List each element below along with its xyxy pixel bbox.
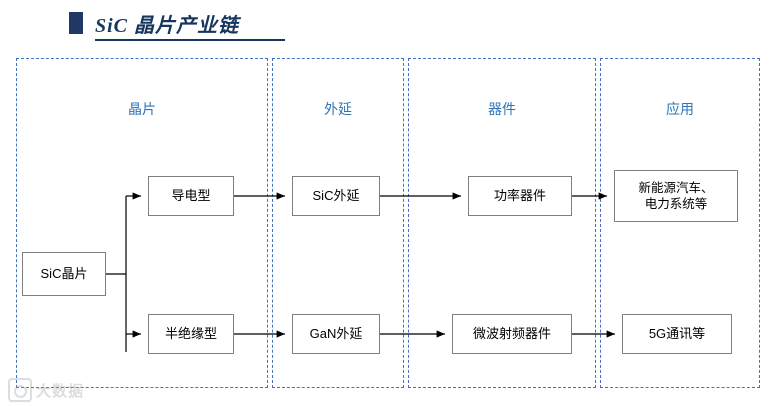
node-label: GaN外延 (309, 325, 363, 341)
watermark: 大数据 (8, 378, 84, 402)
node-label: 导电型 (171, 187, 211, 203)
node-label: SiC外延 (312, 187, 360, 203)
stage-column-wafer: 晶片 (16, 58, 268, 388)
page-title: SiC 晶片产业链 (95, 15, 240, 37)
node-label: 半绝缘型 (164, 325, 217, 341)
node-power-device[interactable]: 功率器件 (468, 176, 572, 216)
node-label: SiC晶片 (40, 265, 88, 281)
node-conductive-type[interactable]: 导电型 (148, 176, 234, 216)
node-semi-insulating-type[interactable]: 半绝缘型 (148, 314, 234, 354)
stage-label-epitaxy: 外延 (324, 101, 352, 117)
node-label: 微波射频器件 (472, 325, 551, 341)
node-label: 新能源汽车、电力系统等 (638, 180, 714, 211)
title-accent-bar (69, 12, 83, 34)
page-title-bar: SiC 晶片产业链 (0, 4, 776, 41)
stage-column-device: 器件 (408, 58, 596, 388)
watermark-logo-icon (8, 378, 32, 402)
node-new-energy-vehicle[interactable]: 新能源汽车、电力系统等 (614, 170, 738, 222)
node-sic-epitaxy[interactable]: SiC外延 (292, 176, 380, 216)
node-label: 功率器件 (493, 187, 546, 203)
stage-label-device: 器件 (488, 101, 516, 117)
node-rf-device[interactable]: 微波射频器件 (452, 314, 572, 354)
title-underline (95, 39, 285, 41)
node-gan-epitaxy[interactable]: GaN外延 (292, 314, 380, 354)
node-sic-wafer[interactable]: SiC晶片 (22, 252, 106, 296)
stage-label-application: 应用 (666, 101, 694, 117)
stage-column-application: 应用 (600, 58, 760, 388)
stage-column-epitaxy: 外延 (272, 58, 404, 388)
watermark-label: 大数据 (36, 382, 85, 400)
node-5g-communication[interactable]: 5G通讯等 (622, 314, 732, 354)
node-label: 5G通讯等 (648, 325, 706, 341)
stage-label-wafer: 晶片 (128, 101, 156, 117)
